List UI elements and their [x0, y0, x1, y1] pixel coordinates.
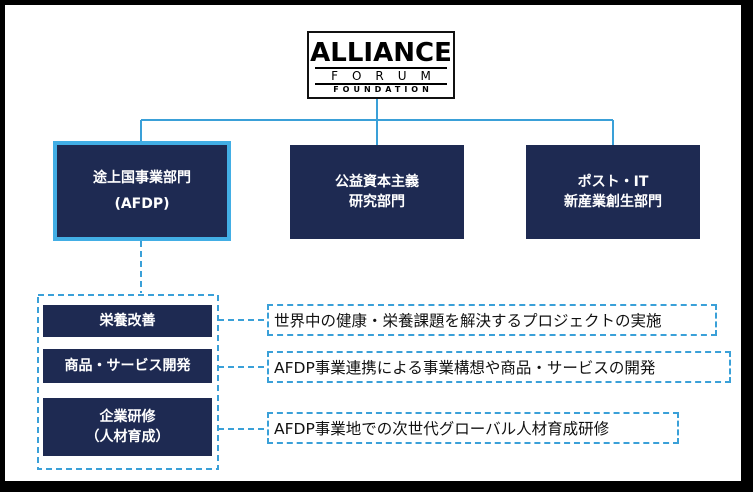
logo-rule-2 — [315, 83, 447, 85]
connector-lines — [37, 99, 614, 470]
activity-product-development: 商品・サービス開発 — [43, 349, 212, 383]
activity-description-training: AFDP事業地での次世代グローバル人材育成研修 — [267, 412, 679, 444]
department-public-capitalism: 公益資本主義 研究部門 — [290, 145, 464, 239]
activity-description-product: AFDP事業連携による事業構想や商品・サービスの開発 — [267, 351, 731, 383]
department-name: 公益資本主義 — [335, 174, 419, 190]
activity-name: 栄養改善 — [99, 313, 156, 329]
activity-name-2: （人材育成） — [85, 429, 170, 445]
org-chart: ALLIANCE FORUM FOUNDATION 途上国事業部門 (AFDP)… — [5, 5, 741, 481]
activity-corporate-training: 企業研修 （人材育成） — [43, 398, 212, 456]
department-sub: (AFDP) — [114, 196, 170, 212]
activity-name: 商品・サービス開発 — [64, 358, 191, 374]
logo-line3: FOUNDATION — [333, 85, 433, 94]
department-sub: 研究部門 — [349, 194, 405, 210]
activity-description-nutrition: 世界中の健康・栄養課題を解決するプロジェクトの実施 — [267, 304, 717, 336]
department-name: ポスト・IT — [577, 174, 649, 190]
department-post-it: ポスト・IT 新産業創生部門 — [526, 145, 700, 239]
logo-rule — [315, 67, 447, 69]
department-name: 途上国事業部門 — [93, 170, 191, 186]
department-afdp: 途上国事業部門 (AFDP) — [53, 141, 231, 241]
description-text: AFDP事業地での次世代グローバル人材育成研修 — [274, 420, 610, 438]
activity-nutrition: 栄養改善 — [43, 305, 212, 337]
alliance-forum-logo: ALLIANCE FORUM FOUNDATION — [307, 31, 455, 99]
logo-line1: ALLIANCE — [310, 38, 452, 68]
description-text: 世界中の健康・栄養課題を解決するプロジェクトの実施 — [274, 312, 662, 330]
logo-line2: FORUM — [331, 69, 445, 83]
activity-name: 企業研修 — [99, 409, 156, 425]
description-text: AFDP事業連携による事業構想や商品・サービスの開発 — [274, 359, 656, 377]
department-sub: 新産業創生部門 — [564, 194, 662, 210]
